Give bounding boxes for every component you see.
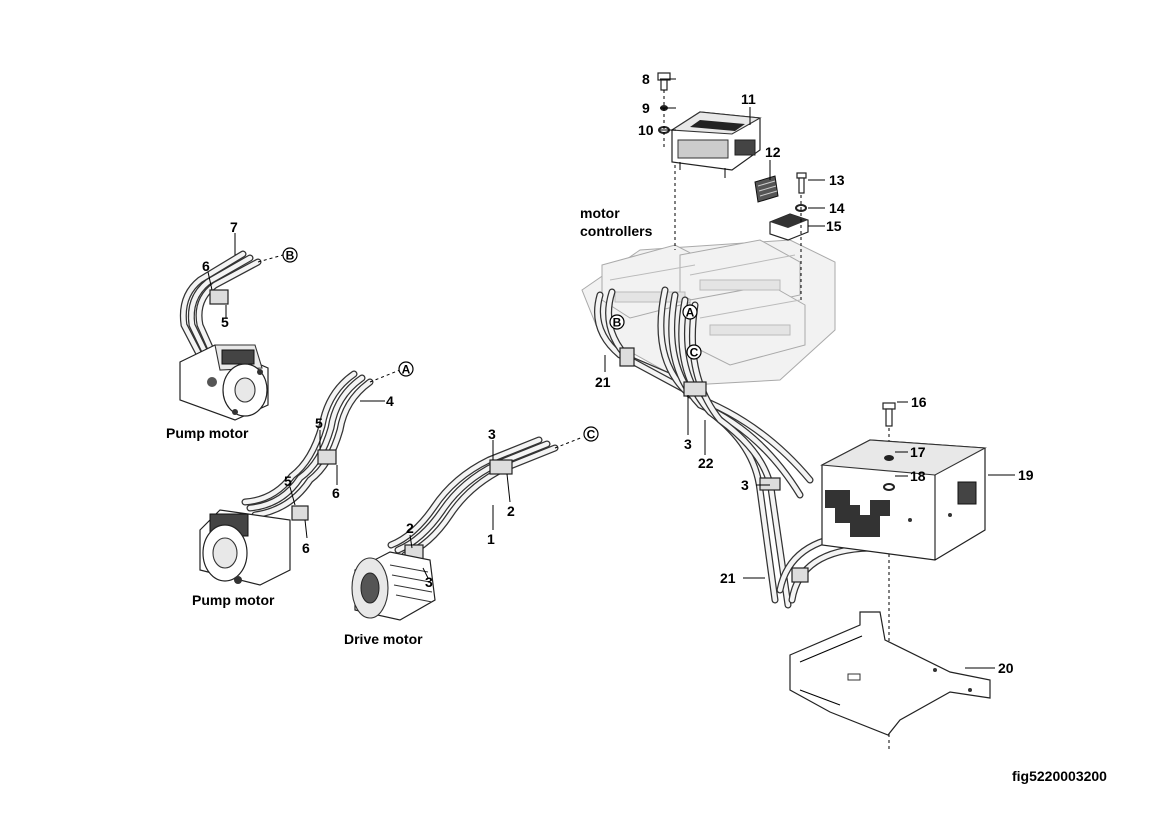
- svg-text:C: C: [690, 346, 699, 360]
- figure-id: fig5220003200: [1012, 768, 1107, 784]
- caption-pump-motor-upper: Pump motor: [166, 425, 249, 441]
- callout-6-middle: 6: [332, 485, 340, 501]
- callout-12: 12: [765, 144, 781, 160]
- callout-19: 19: [1018, 467, 1034, 483]
- svg-text:A: A: [686, 306, 695, 320]
- callout-3-box: 3: [741, 477, 749, 493]
- callout-3-upper: 3: [488, 426, 496, 442]
- controller-cables: [594, 286, 874, 609]
- pump-motor-upper: [179, 250, 269, 421]
- callout-20: 20: [998, 660, 1014, 676]
- callout-11: 11: [741, 91, 756, 107]
- mounting-bracket-part-20: [789, 611, 991, 736]
- connection-marker-a-lower: A: [398, 361, 414, 377]
- callout-18: 18: [910, 468, 926, 484]
- callout-4: 4: [386, 393, 394, 409]
- bolt-part-16: [882, 402, 896, 427]
- svg-text:B: B: [286, 249, 295, 263]
- svg-text:A: A: [402, 363, 411, 377]
- callout-21-upper: 21: [595, 374, 611, 390]
- callout-15: 15: [826, 218, 842, 234]
- callout-17: 17: [910, 444, 926, 460]
- svg-text:B: B: [613, 316, 622, 330]
- pump-motor-lower: [199, 370, 374, 586]
- callout-1: 1: [487, 531, 495, 547]
- leader-lines: [207, 78, 1015, 669]
- drive-motor: [351, 436, 559, 621]
- connection-marker-b-upper: B: [282, 247, 298, 263]
- callout-3-lower: 3: [425, 574, 433, 590]
- bolt-part-13: [796, 172, 807, 194]
- cable-clamp: [619, 347, 635, 367]
- distribution-box-part-19: [820, 439, 987, 561]
- callout-16: 16: [911, 394, 927, 410]
- grille-part-12: [754, 175, 779, 203]
- callout-6-upper: 6: [202, 258, 210, 274]
- connection-marker-a-controller: A: [682, 304, 698, 320]
- caption-pump-motor-lower: Pump motor: [192, 592, 275, 608]
- connection-marker-b-controller: B: [609, 314, 625, 330]
- motor-controllers-assembly: [581, 239, 836, 386]
- callout-6-lower: 6: [302, 540, 310, 556]
- relay-part-15: [769, 213, 809, 241]
- callout-5-lower: 5: [284, 473, 292, 489]
- callout-14: 14: [829, 200, 845, 216]
- callout-21-lower: 21: [720, 570, 736, 586]
- callout-2-right: 2: [507, 503, 515, 519]
- callout-5-middle: 5: [315, 415, 323, 431]
- connection-marker-c-drive: C: [583, 426, 599, 442]
- svg-text:C: C: [587, 428, 596, 442]
- callout-13: 13: [829, 172, 845, 188]
- callout-8: 8: [642, 71, 650, 87]
- cable-clamp: [759, 477, 781, 491]
- callout-10: 10: [638, 122, 654, 138]
- controllers-caption-line1: motor: [580, 205, 620, 221]
- leader-dash: [257, 254, 284, 263]
- callout-5-upper: 5: [221, 314, 229, 330]
- washer-part-18: [883, 483, 895, 491]
- callout-9: 9: [642, 100, 650, 116]
- cable-clamp: [791, 567, 809, 583]
- leader-dash: [369, 369, 401, 383]
- bolt-part-8: [657, 72, 671, 91]
- leader-dash: [554, 436, 584, 449]
- connection-marker-c-controller: C: [686, 344, 702, 360]
- callout-2-left: 2: [406, 520, 414, 536]
- callout-22: 22: [698, 455, 714, 471]
- controllers-caption-line2: controllers: [580, 223, 653, 239]
- callout-7: 7: [230, 219, 238, 235]
- cable-clamp: [683, 381, 707, 397]
- controller-unit-part-11: [670, 111, 762, 178]
- callout-3-controller: 3: [684, 436, 692, 452]
- caption-drive-motor: Drive motor: [344, 631, 423, 647]
- washer-part-17: [884, 455, 894, 461]
